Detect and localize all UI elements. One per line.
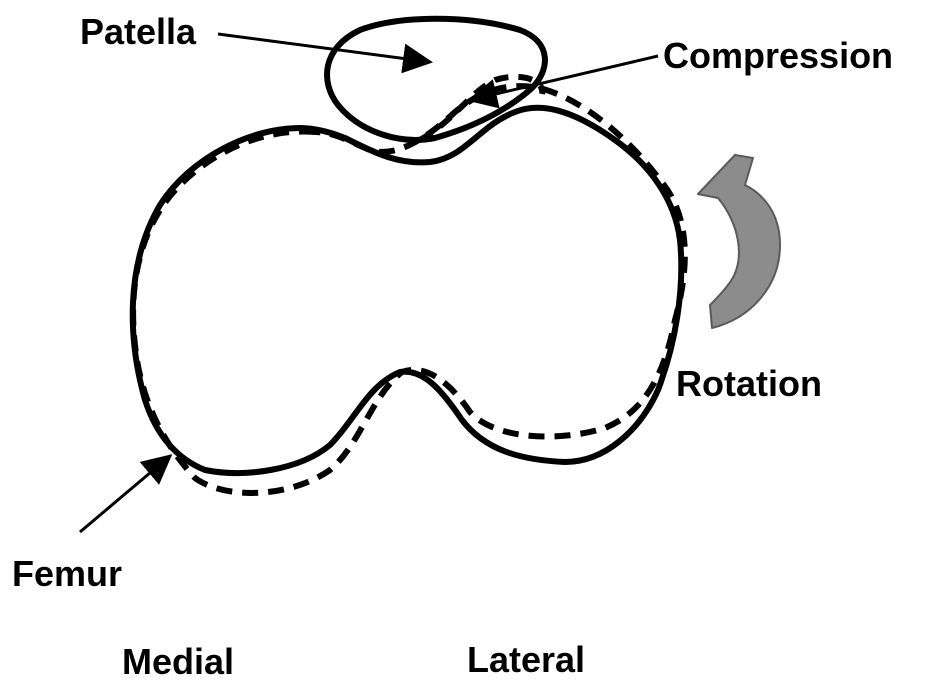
femur-outline-solid	[133, 108, 682, 473]
femur-pointer-arrow	[80, 456, 170, 532]
lateral-label: Lateral	[467, 642, 585, 678]
curved-arrow-icon	[698, 155, 780, 328]
rotation-label: Rotation	[676, 366, 822, 402]
compression-label: Compression	[663, 38, 893, 74]
patella-outline-solid	[327, 19, 545, 140]
patella-label: Patella	[80, 14, 196, 50]
femur-label: Femur	[12, 556, 122, 592]
femur-outline-dashed	[133, 86, 685, 493]
medial-label: Medial	[122, 644, 234, 680]
patella-pointer-arrow	[218, 34, 430, 62]
